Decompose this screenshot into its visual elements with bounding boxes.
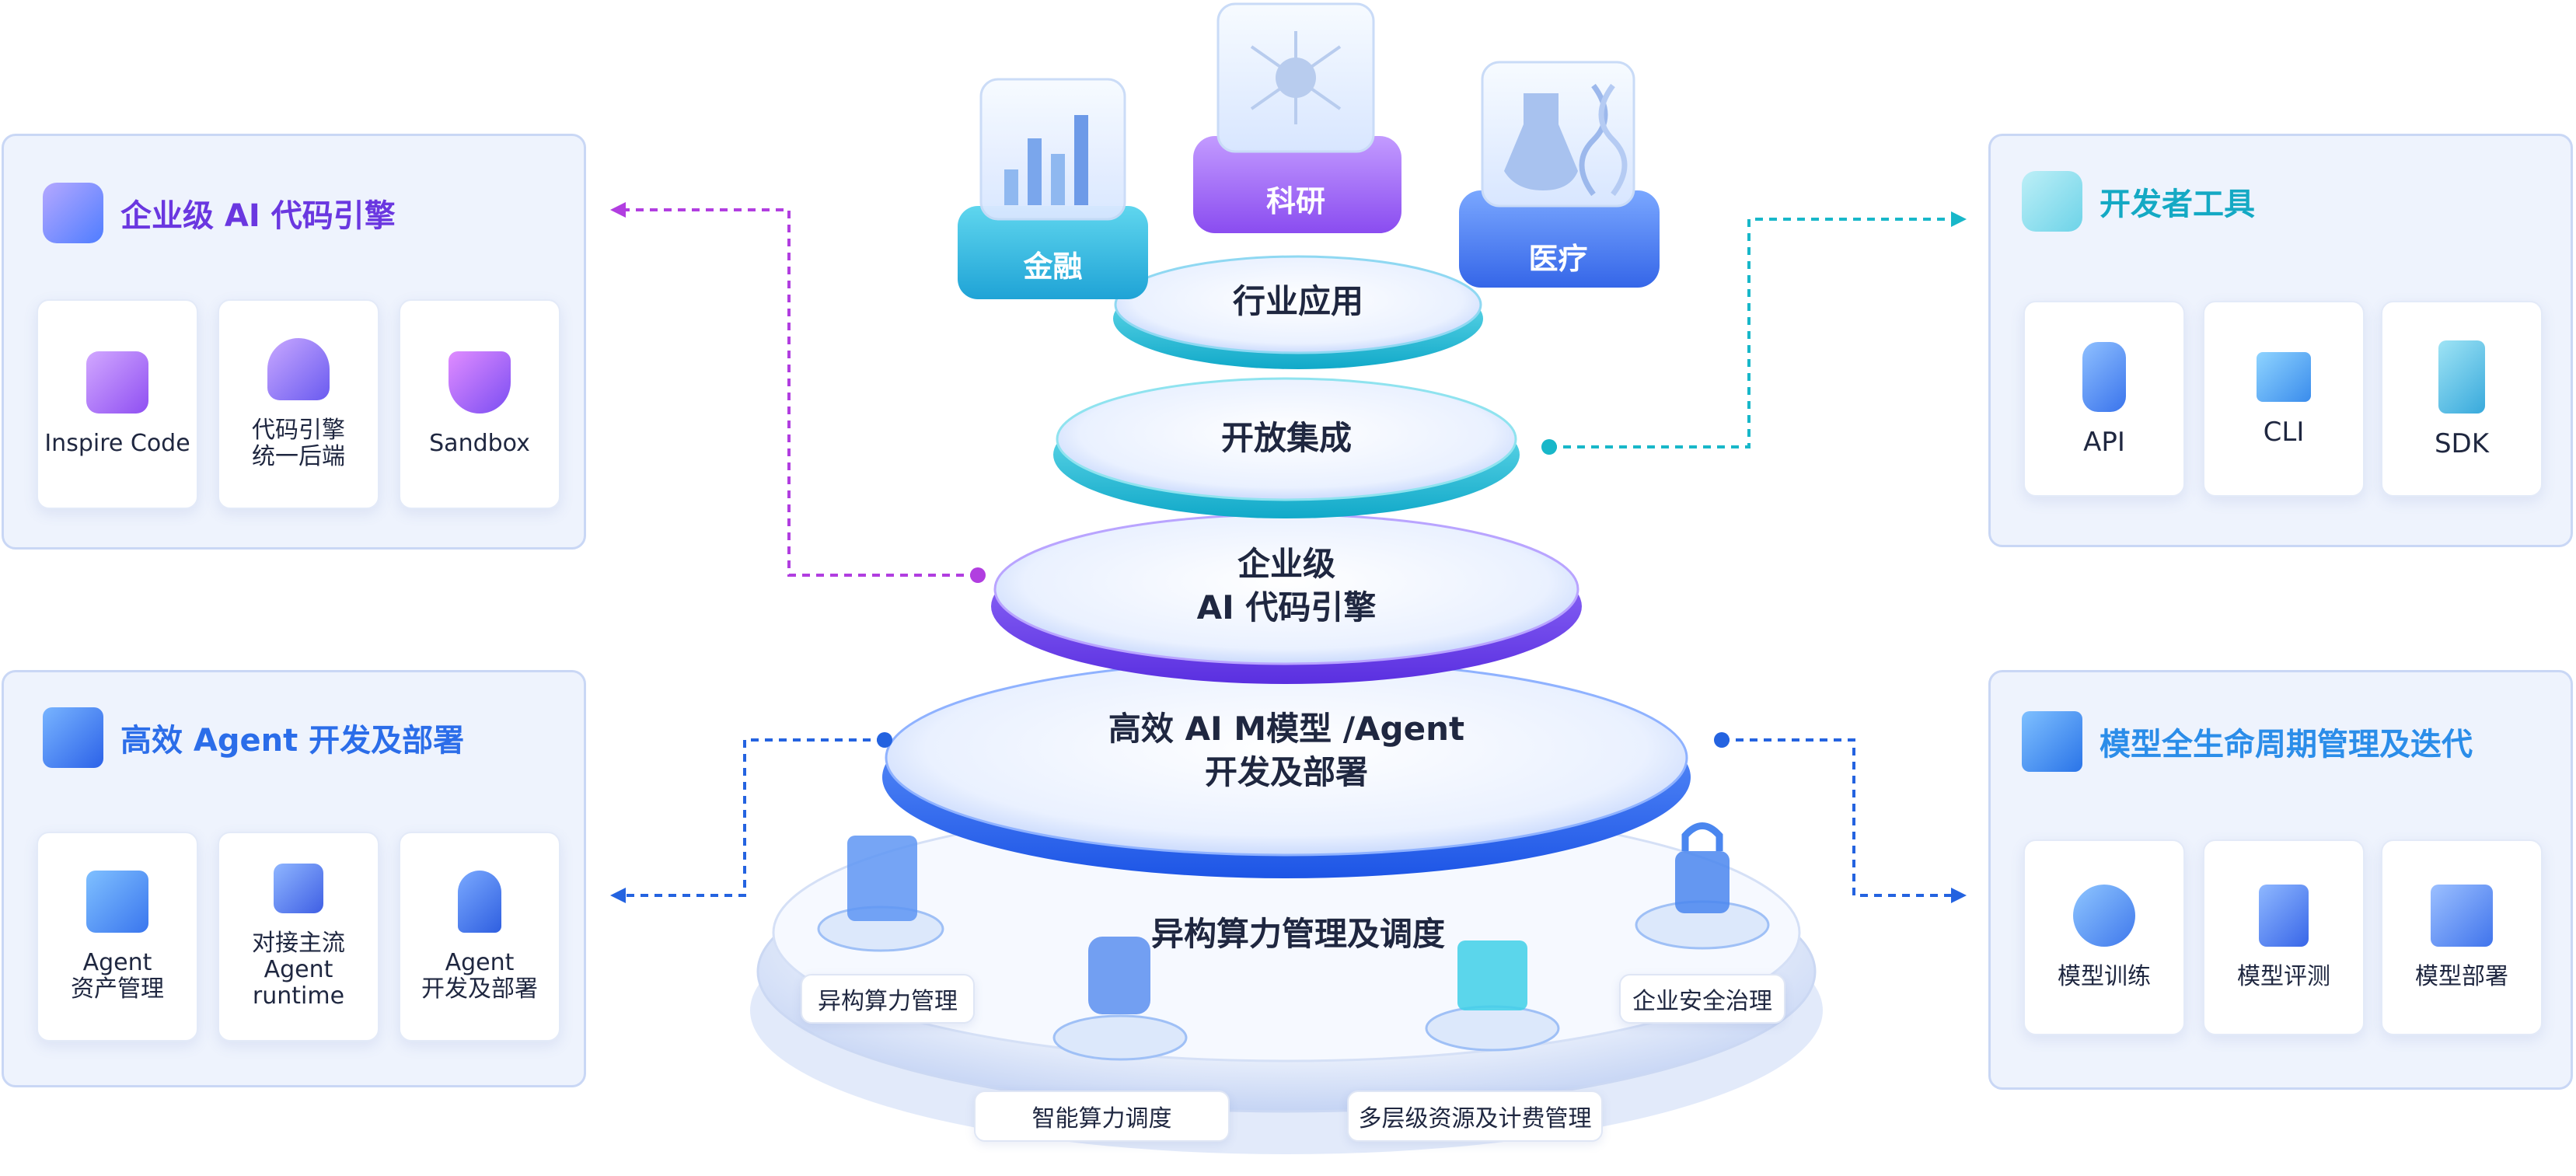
panel-title-row: 模型全生命周期管理及迭代	[2022, 711, 2473, 772]
card-api[interactable]: API	[2023, 301, 2185, 497]
panel-model-lifecycle: 模型全生命周期管理及迭代 模型训练 模型评测 模型部署	[1988, 670, 2573, 1090]
card-label: 对接主流 Agent runtime	[252, 930, 345, 1010]
panel-agent-dev: 高效 Agent 开发及部署 Agent 资产管理 对接主流 Agent run…	[2, 670, 586, 1087]
card-model-deployment[interactable]: 模型部署	[2381, 839, 2543, 1035]
base-label-smart-scheduling: 智能算力调度	[974, 1091, 1230, 1142]
card-label: 模型训练	[2058, 963, 2151, 990]
layer-industry-apps: 行业应用	[1232, 282, 1364, 320]
card-label: Sandbox	[429, 430, 530, 457]
panel-title: 模型全生命周期管理及迭代	[2100, 727, 2473, 762]
card-label: 模型评测	[2237, 963, 2330, 990]
card-agent-runtime[interactable]: 对接主流 Agent runtime	[218, 832, 379, 1042]
plug-icon	[2082, 342, 2126, 412]
stack-icon	[2022, 711, 2082, 772]
base-label-hetero-compute: 异构算力管理	[801, 974, 975, 1024]
panel-title-row: 高效 Agent 开发及部署	[43, 707, 464, 768]
card-agent-assets[interactable]: Agent 资产管理	[37, 832, 198, 1042]
layer-enterprise-code-engine: 企业级 AI 代码引擎	[1196, 545, 1377, 626]
puzzle-icon	[2022, 171, 2082, 232]
base-label-security: 企业安全治理	[1619, 974, 1785, 1024]
code-brackets-icon	[86, 351, 148, 414]
card-label: Agent 开发及部署	[421, 949, 538, 1003]
panel-title-row: 企业级 AI 代码引擎	[43, 183, 396, 243]
industry-label-finance: 金融	[1023, 250, 1083, 284]
server-icon	[2438, 340, 2485, 414]
rocket-icon	[458, 871, 501, 933]
terminal-icon	[274, 864, 323, 913]
panel-title: 企业级 AI 代码引擎	[120, 198, 396, 234]
card-unified-backend[interactable]: 代码引擎 统一后端	[218, 299, 379, 509]
card-cli[interactable]: CLI	[2203, 301, 2365, 497]
cube-medical	[1459, 61, 1660, 288]
folder-icon	[86, 871, 148, 933]
card-label: Agent 资产管理	[71, 949, 164, 1003]
base-label-resource-billing: 多层级资源及计费管理	[1347, 1091, 1603, 1142]
card-label: 代码引擎 统一后端	[252, 417, 345, 470]
panel-dev-tools: 开发者工具 API CLI SDK	[1988, 134, 2573, 547]
card-label: API	[2083, 427, 2125, 458]
layer-open-integration: 开放集成	[1220, 419, 1353, 457]
card-label: 模型部署	[2415, 963, 2508, 990]
panel-title: 高效 Agent 开发及部署	[120, 723, 465, 759]
card-sdk[interactable]: SDK	[2381, 301, 2543, 497]
hierarchy-icon	[2431, 885, 2493, 947]
panel-title: 开发者工具	[2100, 187, 2255, 222]
industry-label-medical: 医疗	[1528, 242, 1588, 276]
card-inspire-code[interactable]: Inspire Code	[37, 299, 198, 509]
robot-icon	[43, 183, 103, 243]
layer-compute-scheduling: 异构算力管理及调度	[1150, 915, 1446, 953]
brain-icon	[2073, 885, 2135, 947]
building-icon	[43, 707, 103, 768]
card-sandbox[interactable]: Sandbox	[399, 299, 560, 509]
panel-title-row: 开发者工具	[2022, 171, 2255, 232]
layer-agent-dev: 高效 AI M模型 /Agent 开发及部署	[1108, 710, 1465, 791]
card-model-evaluation[interactable]: 模型评测	[2203, 839, 2365, 1035]
panel-code-engine: 企业级 AI 代码引擎 Inspire Code 代码引擎 统一后端 Sandb…	[2, 134, 586, 550]
shield-icon	[449, 351, 511, 414]
checklist-icon	[2259, 885, 2309, 947]
industry-label-research: 科研	[1265, 184, 1325, 218]
cube-research	[1193, 2, 1401, 233]
cloud-icon	[267, 338, 330, 400]
card-model-training[interactable]: 模型训练	[2023, 839, 2185, 1035]
cube-finance	[958, 78, 1148, 299]
card-label: CLI	[2263, 417, 2305, 448]
card-label: SDK	[2434, 428, 2490, 459]
card-agent-deploy[interactable]: Agent 开发及部署	[399, 832, 560, 1042]
monitor-icon	[2257, 352, 2311, 402]
card-label: Inspire Code	[44, 430, 190, 457]
